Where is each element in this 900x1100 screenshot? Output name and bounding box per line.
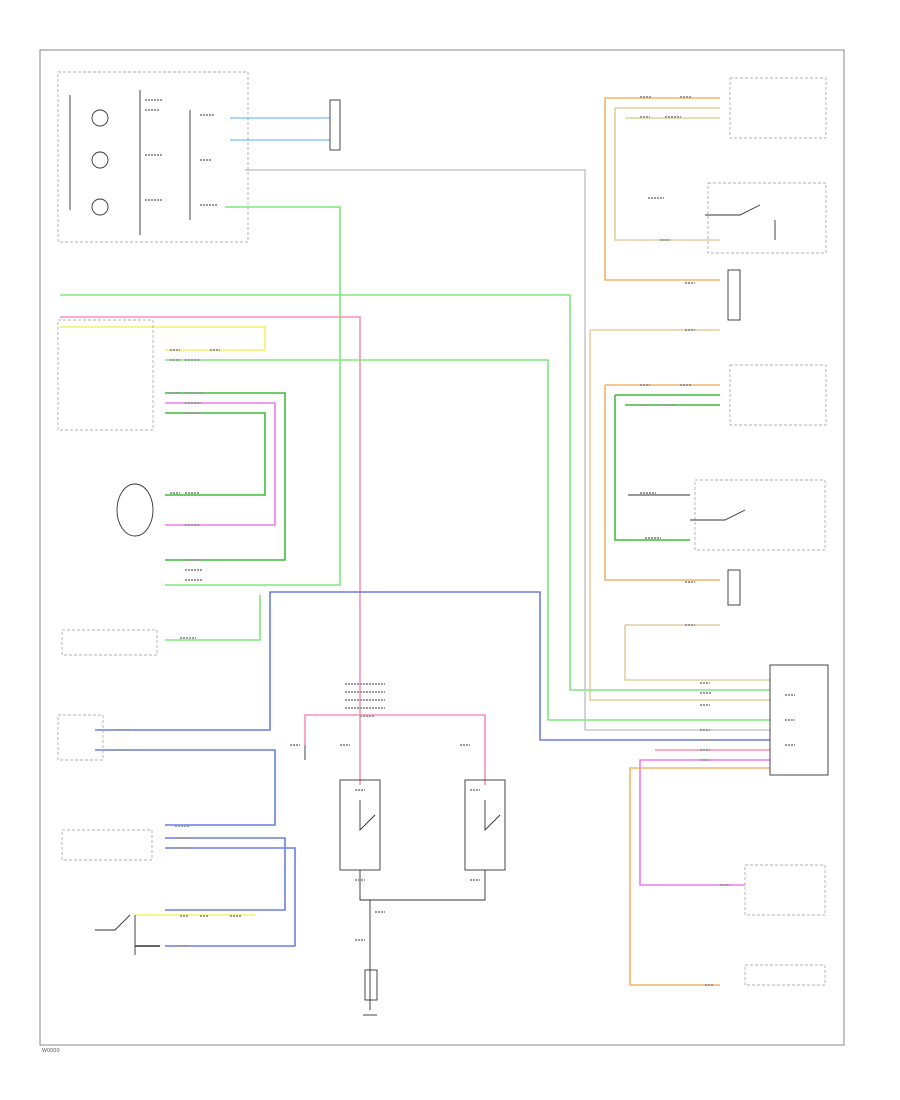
front-impact-sensor (116, 483, 154, 537)
passenger-belt-switch (690, 509, 746, 521)
wire-green-sensor (165, 595, 261, 641)
wire-layer (60, 97, 770, 986)
wire-dkgreen-2 (165, 412, 266, 496)
passenger-belt-switch-box (694, 479, 826, 551)
magenta-sensor-box (744, 864, 826, 916)
wire-orange-top (604, 97, 720, 281)
cluster-lamp-3 (91, 198, 109, 216)
seat-belt-switch (95, 914, 131, 931)
wire-green-mid (614, 394, 720, 541)
wire-orange-right (629, 767, 770, 986)
ground-connector (364, 969, 378, 1001)
wire-green-long (60, 294, 770, 691)
left-inflator-switch (359, 800, 376, 832)
inflatable-restraint-module (769, 664, 829, 776)
lower-right-sensor-box (744, 964, 826, 986)
inflator-ground-link (359, 870, 486, 901)
wire-yellow (60, 326, 266, 351)
cluster-lamp-2 (91, 151, 109, 169)
top-right-module-box (729, 77, 827, 139)
passenger-module-box (729, 364, 827, 426)
wire-green-right (165, 359, 770, 721)
driver-belt-switch (705, 204, 761, 216)
occupant-connector (727, 269, 741, 321)
wire-orange-mid (604, 384, 720, 581)
wire-tan-pass (589, 329, 770, 701)
wire-green-cluster (165, 206, 341, 586)
wire-magenta-right (639, 759, 770, 886)
passenger-sensor-box (61, 629, 158, 656)
illegible-label-marks (115, 96, 795, 986)
wire-tan-lower (624, 624, 770, 681)
wire-blue-main (95, 591, 770, 741)
data-link-connector (329, 99, 341, 151)
diagram-border (39, 49, 845, 1046)
wire-blue-2 (95, 749, 276, 826)
component-layer (57, 71, 829, 1016)
lower-right-connector (727, 569, 741, 606)
wire-pink-inflator (304, 714, 486, 785)
wire-magenta-1 (165, 402, 276, 526)
wire-tan-top (614, 107, 720, 241)
cluster-lamp-1 (91, 109, 109, 127)
wire-pink-main (60, 316, 361, 785)
wire-dkgreen-1 (165, 392, 286, 561)
wire-grey-cluster (245, 169, 770, 731)
instrument-cluster-box (57, 71, 249, 243)
wire-blue-4 (165, 847, 296, 947)
figure-code: W0000 (42, 1048, 60, 1054)
wire-lightblue-cluster (230, 117, 330, 141)
seat-position-sensor-box (57, 714, 104, 761)
body-control-module-box (57, 319, 154, 431)
left-lower-module-box (61, 829, 153, 861)
right-inflator-switch (484, 800, 501, 832)
wire-blue-3 (165, 837, 286, 911)
driver-belt-switch-box (707, 182, 827, 254)
